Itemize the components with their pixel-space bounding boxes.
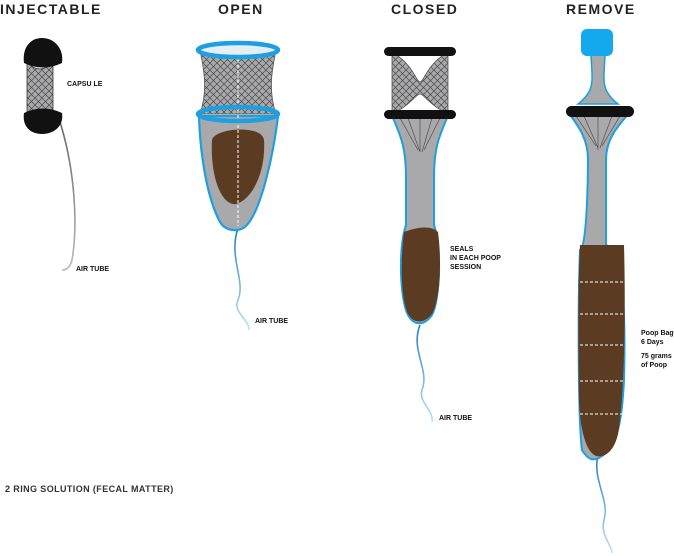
stage-title-closed: CLOSED xyxy=(391,1,459,17)
capsule-mesh xyxy=(26,60,54,117)
closed-device xyxy=(384,47,456,423)
closed-air-tube xyxy=(416,324,433,423)
remove-cap xyxy=(581,29,613,56)
stage-title-open: OPEN xyxy=(218,1,264,17)
seals-note-line-1: SEALS xyxy=(450,246,474,253)
seals-note: SEALS IN EACH POOP SESSION xyxy=(450,245,501,272)
remove-air-tube xyxy=(596,454,613,554)
poop-bag-note: Poop Bag 6 Days xyxy=(641,329,674,347)
air-tube-label-injectable: AIR TUBE xyxy=(76,266,110,273)
air-tube-label-closed: AIR TUBE xyxy=(439,415,473,422)
remove-fecal-matter xyxy=(578,245,625,457)
closed-fecal-matter xyxy=(401,227,440,322)
open-bottom-ring xyxy=(195,104,281,124)
air-tube-label-open: AIR TUBE xyxy=(255,318,289,325)
poop-grams-note: 75 grams of Poop xyxy=(641,352,672,370)
capsule-label: CAPSU LE xyxy=(67,81,103,88)
remove-seal xyxy=(566,106,634,117)
capsule-top-cap xyxy=(23,38,63,68)
injectable-capsule xyxy=(23,38,76,271)
open-top-ring xyxy=(195,40,281,60)
open-air-tube xyxy=(234,227,250,331)
poop-bag-line-2: 6 Days xyxy=(641,339,664,346)
closed-bottom-seal xyxy=(384,110,456,119)
bag-day-dividers xyxy=(580,281,624,415)
diagram-caption: 2 RING SOLUTION (FECAL MATTER) xyxy=(5,484,174,494)
open-device xyxy=(195,40,281,331)
remove-neck xyxy=(575,54,621,105)
seals-note-line-3: SESSION xyxy=(450,264,482,271)
seals-note-line-2: IN EACH POOP xyxy=(450,255,501,262)
poop-grams-line-1: 75 grams xyxy=(641,353,672,360)
poop-grams-line-2: of Poop xyxy=(641,362,668,369)
stage-title-injectable: INJECTABLE xyxy=(0,1,102,17)
injectable-air-tube xyxy=(59,121,76,271)
poop-bag-line-1: Poop Bag xyxy=(641,330,674,337)
remove-device xyxy=(566,29,634,554)
closed-upper-pinch xyxy=(391,51,449,115)
closed-top-seal xyxy=(384,47,456,56)
stage-title-remove: REMOVE xyxy=(566,1,636,17)
capsule-bottom-cap xyxy=(23,108,63,134)
